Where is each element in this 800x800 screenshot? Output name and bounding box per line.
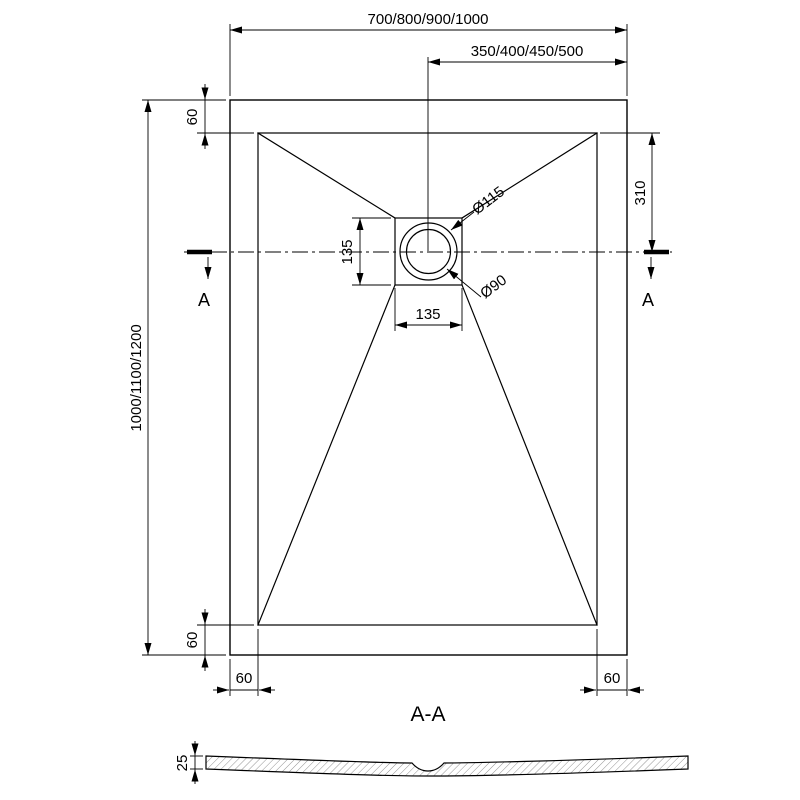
dim-text-drain-outer-diameter: Ø115 <box>469 183 508 218</box>
dim-text-overall-height: 1000/1100/1200 <box>128 324 145 431</box>
dim-text-bottom-right-inset: 60 <box>604 670 621 687</box>
section-view: A-A 25 <box>174 703 689 784</box>
dim-text-drain-from-top: 310 <box>632 180 649 205</box>
plan-view: A A <box>184 99 672 656</box>
dim-text-top-inset: 60 <box>184 109 201 126</box>
dim-text-thickness: 25 <box>174 755 191 772</box>
dim-text-bottom-inset: 60 <box>184 632 201 649</box>
dim-text-bottom-left-inset: 60 <box>236 670 253 687</box>
dim-text-drain-box-height: 135 <box>339 239 356 264</box>
section-label-right: A <box>642 290 654 310</box>
dim-text-overall-width: 700/800/900/1000 <box>368 11 489 28</box>
slope-line-top-left <box>257 132 396 219</box>
section-title: A-A <box>410 703 445 726</box>
dim-text-half-width: 350/400/450/500 <box>471 43 584 60</box>
slope-line-top-right <box>461 132 598 219</box>
slope-line-bottom-left <box>257 284 396 626</box>
leader-line-inner-diameter <box>446 268 482 298</box>
slope-line-bottom-right <box>461 284 598 626</box>
section-profile <box>205 755 689 777</box>
dimensions: 700/800/900/1000 350/400/450/500 60 310 … <box>128 11 660 696</box>
tray-outer-edge <box>229 99 628 656</box>
tray-inner-edge <box>257 132 598 626</box>
dim-text-drain-box-width: 135 <box>415 306 440 323</box>
leader-line-outer-diameter <box>450 211 475 231</box>
section-label-left: A <box>198 290 210 310</box>
dim-text-drain-inner-diameter: Ø90 <box>477 272 510 303</box>
